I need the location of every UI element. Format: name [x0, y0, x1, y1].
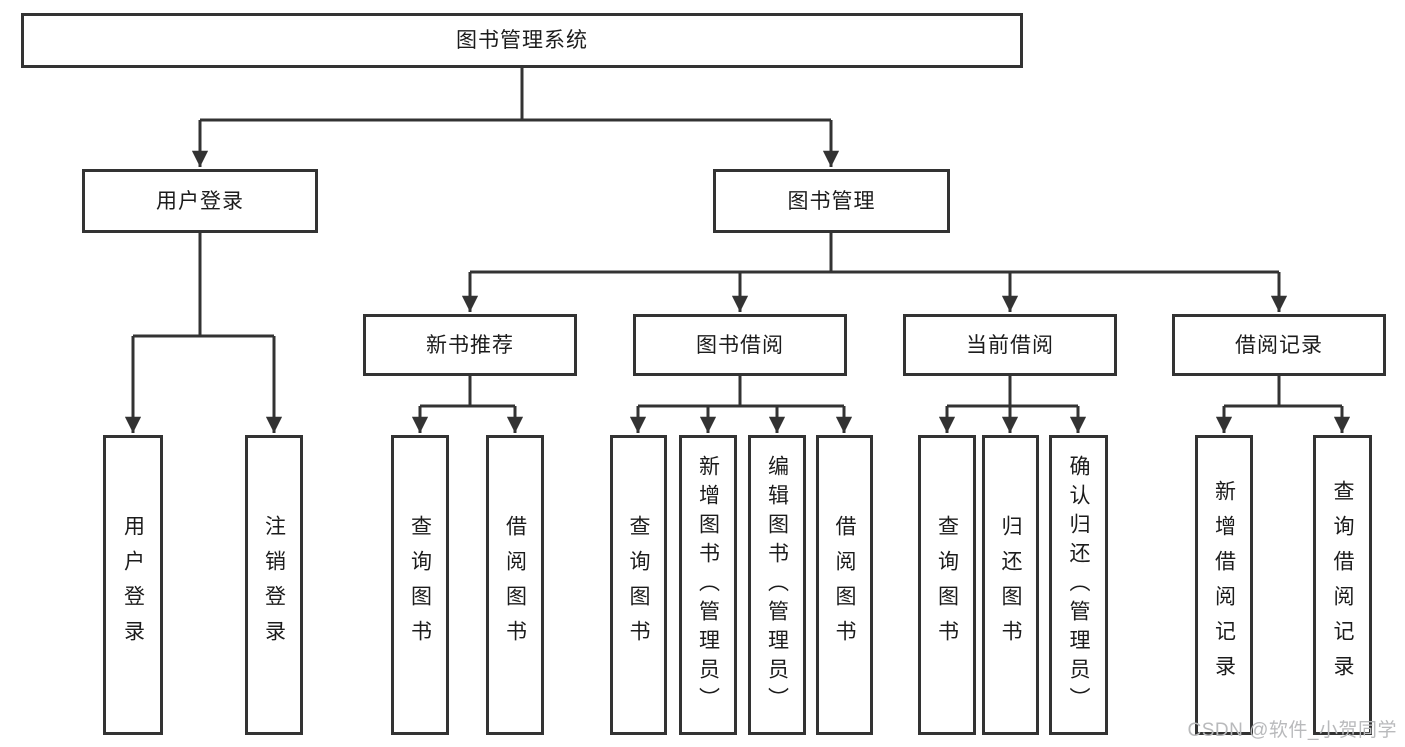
- node-book-borrow-label: 图书借阅: [696, 333, 784, 357]
- leaf-borrow-books-2-label: 借阅图书: [833, 515, 856, 655]
- leaf-add-borrow-record-label: 新增借阅记录: [1212, 480, 1236, 690]
- connector-new-books-to-leaves: [411, 376, 524, 433]
- leaf-query-books-3-label: 查询图书: [935, 515, 959, 655]
- node-current-borrow-label: 当前借阅: [966, 333, 1054, 357]
- node-root: 图书管理系统: [21, 13, 1023, 68]
- leaf-borrow-books-1: 借阅图书: [486, 435, 544, 735]
- node-book-management-label: 图书管理: [787, 189, 876, 213]
- leaf-logout-label: 注销登录: [262, 515, 286, 655]
- leaf-query-books-2-label: 查询图书: [627, 515, 650, 655]
- leaf-edit-books-admin-label: 编辑图书（管理员）: [765, 454, 789, 716]
- node-borrow-records-label: 借阅记录: [1235, 333, 1323, 357]
- leaf-query-books-2: 查询图书: [610, 435, 667, 735]
- leaf-query-books-1-label: 查询图书: [408, 515, 432, 655]
- leaf-query-borrow-record-label: 查询借阅记录: [1331, 480, 1354, 690]
- node-book-management: 图书管理: [713, 169, 950, 233]
- leaf-query-borrow-record: 查询借阅记录: [1313, 435, 1372, 735]
- connector-borrow-to-leaves: [629, 376, 853, 433]
- node-new-book-recommend: 新书推荐: [363, 314, 577, 376]
- connector-current-to-leaves: [938, 376, 1087, 433]
- leaf-return-books: 归还图书: [982, 435, 1039, 735]
- csdn-watermark: CSDN @软件_小贺同学: [1187, 720, 1397, 741]
- leaf-query-books-1: 查询图书: [391, 435, 449, 735]
- connector-root-to-level2: [191, 68, 840, 167]
- leaf-user-login: 用户登录: [103, 435, 163, 735]
- connector-book-mgmt-to-level3: [461, 233, 1288, 312]
- node-new-book-recommend-label: 新书推荐: [426, 333, 514, 357]
- leaf-add-books-admin-label: 新增图书（管理员）: [696, 454, 720, 716]
- node-user-login: 用户登录: [82, 169, 318, 233]
- leaf-confirm-return-admin: 确认归还（管理员）: [1049, 435, 1108, 735]
- node-borrow-records: 借阅记录: [1172, 314, 1386, 376]
- leaf-logout: 注销登录: [245, 435, 303, 735]
- leaf-user-login-label: 用户登录: [121, 515, 145, 655]
- leaf-add-borrow-record: 新增借阅记录: [1195, 435, 1253, 735]
- node-user-login-label: 用户登录: [156, 189, 244, 213]
- leaf-query-books-3: 查询图书: [918, 435, 976, 735]
- leaf-borrow-books-1-label: 借阅图书: [503, 515, 527, 655]
- leaf-return-books-label: 归还图书: [999, 515, 1022, 655]
- leaf-add-books-admin: 新增图书（管理员）: [679, 435, 737, 735]
- node-current-borrow: 当前借阅: [903, 314, 1117, 376]
- connector-user-login-to-leaves: [124, 233, 283, 433]
- node-book-borrow: 图书借阅: [633, 314, 847, 376]
- leaf-confirm-return-admin-label: 确认归还（管理员）: [1067, 454, 1090, 716]
- node-root-label: 图书管理系统: [456, 29, 588, 52]
- leaf-borrow-books-2: 借阅图书: [816, 435, 873, 735]
- connector-records-to-leaves: [1215, 376, 1351, 433]
- leaf-edit-books-admin: 编辑图书（管理员）: [748, 435, 806, 735]
